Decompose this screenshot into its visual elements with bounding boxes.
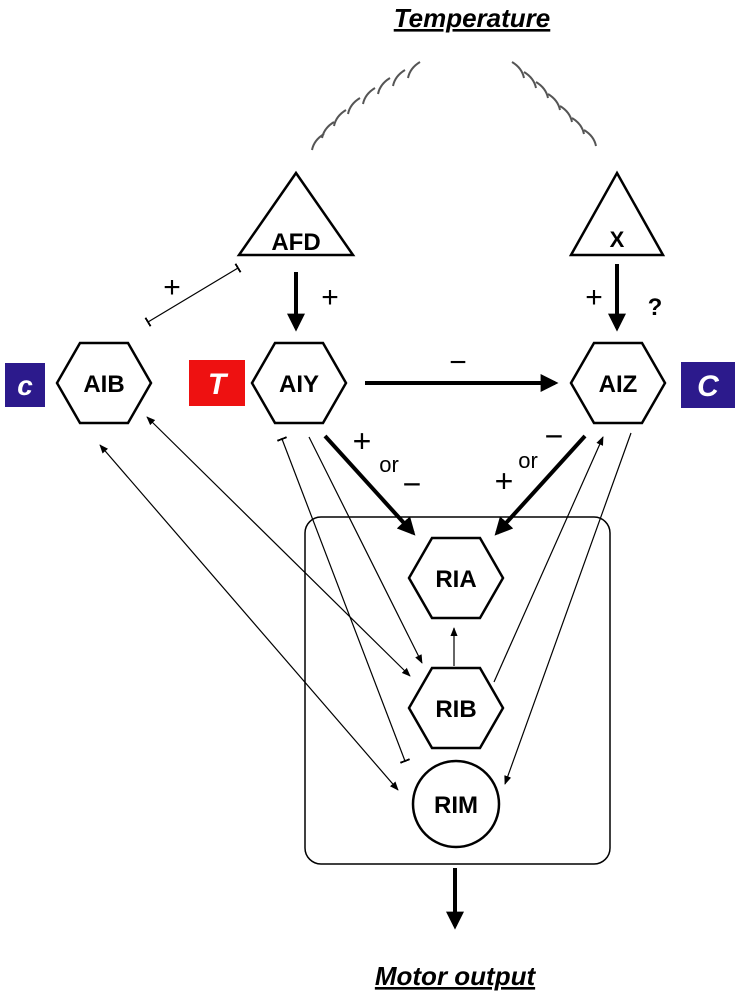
aib-badge — [5, 363, 45, 407]
aiy-neuron — [250, 341, 348, 425]
temperature-waves-right — [511, 61, 597, 147]
aiy-badge — [189, 360, 245, 406]
temperature-title: Temperature — [394, 3, 551, 33]
aib-label: AIB — [83, 371, 124, 398]
ria-neuron — [407, 536, 505, 620]
aiz-badge — [681, 362, 735, 408]
aib-badge-text: c — [17, 370, 33, 401]
x-label: X — [610, 227, 625, 252]
sign-aiz-ria-plus: + — [495, 463, 514, 499]
x-neuron — [568, 170, 666, 257]
temperature-waves-left — [311, 61, 421, 151]
aiz-badge-text: C — [697, 370, 720, 403]
sign-aiy-ria-plus: + — [353, 423, 372, 459]
sign-aiy-ria-minus: − — [403, 466, 422, 502]
question-mark: ? — [648, 294, 663, 321]
aiy-label: AIY — [279, 371, 319, 398]
sign-aiz-ria-minus: − — [545, 418, 564, 454]
afd-label: AFD — [271, 229, 320, 256]
aib-neuron — [55, 341, 153, 425]
sign-aiy-ria-or: or — [379, 452, 399, 477]
afd-neuron — [236, 170, 356, 257]
motor-output-title: Motor output — [375, 961, 537, 991]
aiz-neuron — [569, 341, 667, 425]
rib-neuron — [407, 666, 505, 750]
sign-aiz-ria-or: or — [518, 448, 538, 473]
aiz-label: AIZ — [599, 371, 638, 398]
aiy-badge-text: T — [208, 368, 229, 401]
rim-neuron — [411, 759, 501, 849]
ria-label: RIA — [435, 566, 476, 593]
rim-label: RIM — [434, 792, 478, 819]
sign-afd-aiy: + — [321, 281, 339, 314]
sign-x-aiz: + — [585, 281, 603, 314]
rib-label: RIB — [435, 696, 476, 723]
sign-afd-aib: + — [163, 271, 181, 304]
sign-aiy-aiz: − — [449, 346, 467, 379]
